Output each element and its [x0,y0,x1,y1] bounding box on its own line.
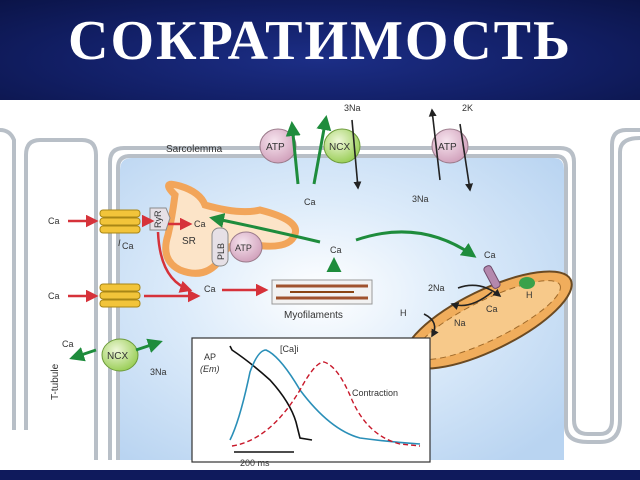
t-tubule-label: T-tubule [50,363,61,400]
svg-text:NCX: NCX [329,142,350,153]
svg-text:ATP: ATP [266,142,285,153]
atp-pump-top-left: ATP [259,128,297,164]
ca-ncx-left-label: Ca [62,339,74,349]
l-type-channel-upper [99,209,141,234]
em-label: (Em) [200,364,220,374]
ca-to-myo-label: Ca [204,284,216,294]
cai-label: [Ca]i [280,344,299,354]
myofilaments [271,279,373,305]
na3-top-label: 3Na [344,103,361,113]
bottom-bar [0,470,640,480]
mitochondrion [403,265,573,370]
contraction-trace [231,361,421,447]
sr-label: SR [182,236,196,247]
ca-mito-label: Ca [484,250,496,260]
ca-center-label: Ca [330,245,342,255]
sodium-potassium-arrows [351,108,502,338]
h-mito-small-label: H [526,290,533,300]
title-band [0,0,640,100]
action-potential-trace [229,345,313,441]
na-mito-label: Na [454,318,466,328]
k2-top-label: 2K [462,103,473,113]
ncx-exchanger-top: NCX [323,128,361,164]
ca-lower-in-label: Ca [48,291,60,301]
plb-protein: PLB [211,227,229,267]
sarcolemma-membrane [0,128,640,460]
svg-text:ATP: ATP [235,243,252,253]
svg-text:NCX: NCX [107,351,128,362]
na3-ncx-left-label: 3Na [150,367,167,377]
svg-text:RyR: RyR [153,210,163,228]
cardiomyocyte-diagram: Sarcolemma T-tubule SR RyR PLB I Ca [0,103,640,468]
myofilaments-label: Myofilaments [284,310,343,321]
serca-pump: ATP [229,231,263,263]
i-ca-symbol: I [118,238,121,248]
contraction-label: Contraction [352,388,398,398]
ca-ryr-out-label: Ca [194,219,206,229]
atp-pump-top-right: ATP [431,128,469,164]
na2-mito-label: 2Na [428,283,445,293]
h-mito-label: H [400,308,407,318]
svg-text:PLB: PLB [216,243,226,260]
scale-label: 200 ms [240,458,270,468]
l-type-channel-lower [99,283,141,308]
calcium-removal-arrows [69,115,477,362]
svg-text:ATP: ATP [438,142,457,153]
slide-title: СОКРАТИМОСТЬ [68,10,572,72]
ca-ltype-in-label: Ca [48,216,60,226]
timecourse-graph: AP (Em) [Ca]i Contraction 200 ms [191,337,431,468]
cai-transient-trace [229,349,421,445]
ca-under-pumps-label: Ca [304,197,316,207]
sarcoplasmic-reticulum [162,180,300,277]
ap-label: AP [204,352,216,362]
ca-mito-in-label: Ca [486,304,498,314]
calcium-influx-arrows [68,214,269,303]
i-ca-subscript: Ca [122,241,134,251]
na3-right-label: 3Na [412,194,429,204]
ryr-channel: RyR [149,207,171,231]
ncx-exchanger-left: NCX [101,338,139,372]
sarcolemma-label: Sarcolemma [166,144,223,155]
